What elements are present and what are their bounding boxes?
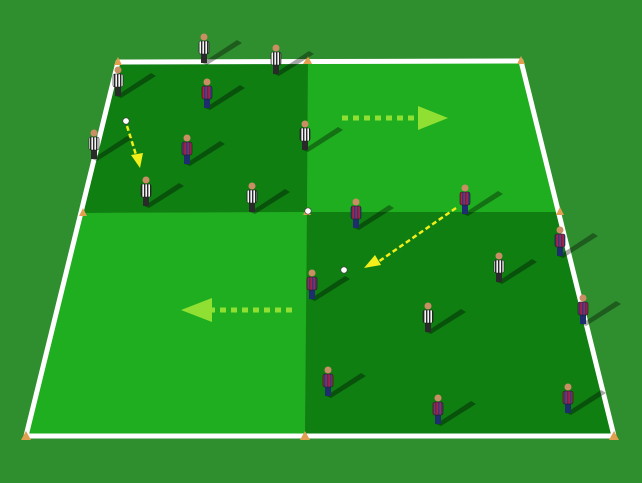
quadrant-top-right (307, 61, 560, 212)
ball-icon (123, 118, 129, 124)
ball-icon (305, 208, 311, 214)
pitch (26, 61, 614, 436)
ball-icon (341, 267, 347, 273)
